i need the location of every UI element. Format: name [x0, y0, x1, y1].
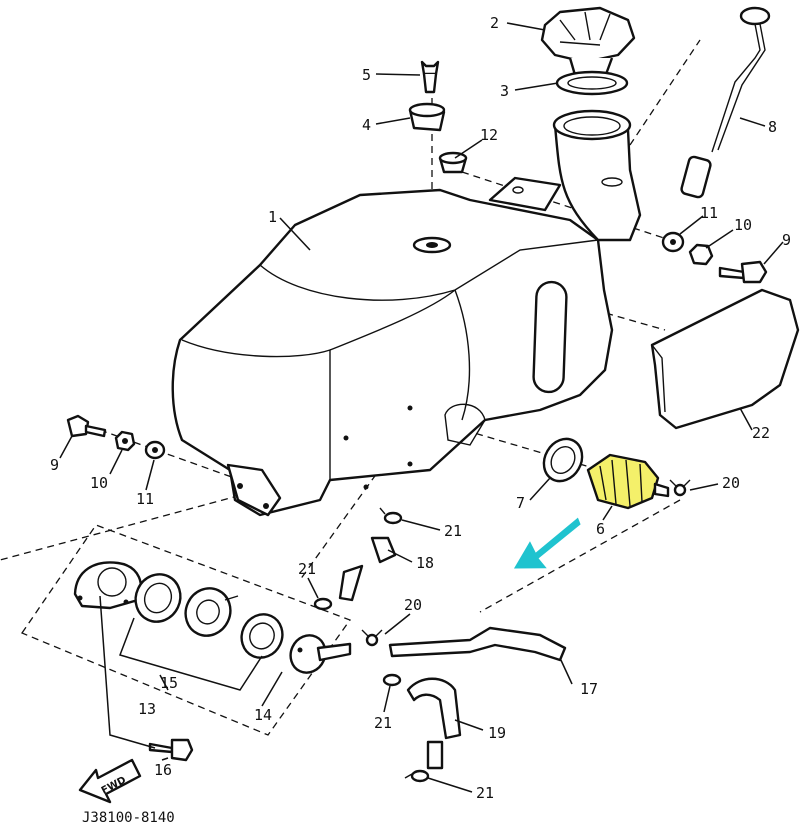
clip-21-upper — [379, 507, 403, 525]
label-8: 8 — [768, 118, 777, 136]
label-22: 22 — [752, 424, 770, 442]
leader-lines — [59, 22, 784, 793]
label-21-bottom: 21 — [476, 784, 494, 802]
vent-bolt — [420, 60, 440, 94]
fuel-gauge-sender — [680, 6, 771, 199]
nut-10-right — [688, 243, 714, 266]
label-2: 2 — [490, 14, 499, 32]
label-19: 19 — [488, 724, 506, 742]
label-10-right: 10 — [734, 216, 752, 234]
fuel-strainer-highlighted — [586, 453, 670, 510]
label-9-right: 9 — [782, 231, 791, 249]
label-21-upper: 21 — [444, 522, 462, 540]
strainer-body — [586, 453, 660, 510]
hose-17 — [388, 626, 567, 662]
label-18: 18 — [416, 554, 434, 572]
grommet-top — [408, 102, 446, 132]
cap-gasket — [555, 70, 629, 96]
side-cover — [650, 288, 800, 430]
hose-18 — [338, 536, 397, 602]
bolt-9-left — [66, 414, 107, 438]
clip-21-middle — [382, 673, 402, 687]
label-11-left: 11 — [136, 490, 154, 508]
label-20-center: 20 — [404, 596, 422, 614]
part-labels: 2 3 5 4 12 1 8 11 10 9 22 9 10 11 7 6 20… — [50, 14, 791, 802]
hose-clip-20-center — [361, 629, 383, 647]
bolt-9-right — [718, 260, 768, 284]
hose-19 — [406, 677, 462, 770]
clip-21-bottom — [404, 769, 430, 783]
label-3: 3 — [500, 82, 509, 100]
label-20-right: 20 — [722, 474, 740, 492]
label-16: 16 — [154, 761, 172, 779]
fwd-arrow: FWD — [78, 758, 142, 804]
grommet-12 — [438, 151, 468, 174]
screw-16 — [148, 738, 194, 762]
label-4: 4 — [362, 116, 371, 134]
label-1: 1 — [268, 208, 277, 226]
label-11-right: 11 — [700, 204, 718, 222]
label-21-middle: 21 — [374, 714, 392, 732]
hose-clip-20-right — [669, 479, 691, 497]
label-5: 5 — [362, 66, 371, 84]
label-17: 17 — [580, 680, 598, 698]
fuel-tank — [171, 109, 642, 517]
label-7: 7 — [516, 494, 525, 512]
catalog-code: J38100-8140 — [82, 810, 175, 826]
clip-21-left — [313, 597, 333, 611]
label-21-left: 21 — [298, 560, 316, 578]
highlight-arrow — [513, 517, 581, 569]
fuel-cock-assembly — [21, 524, 352, 736]
nut-10-left — [114, 430, 136, 452]
label-14: 14 — [254, 706, 272, 724]
label-15: 15 — [160, 674, 178, 692]
fuel-cap — [540, 6, 636, 79]
label-9-left: 9 — [50, 456, 59, 474]
label-10-left: 10 — [90, 474, 108, 492]
label-6: 6 — [596, 520, 605, 538]
gasket-7 — [542, 437, 584, 483]
label-13: 13 — [138, 700, 156, 718]
label-12: 12 — [480, 126, 498, 144]
washer-11-right — [661, 231, 685, 253]
washer-11-left — [144, 440, 166, 460]
